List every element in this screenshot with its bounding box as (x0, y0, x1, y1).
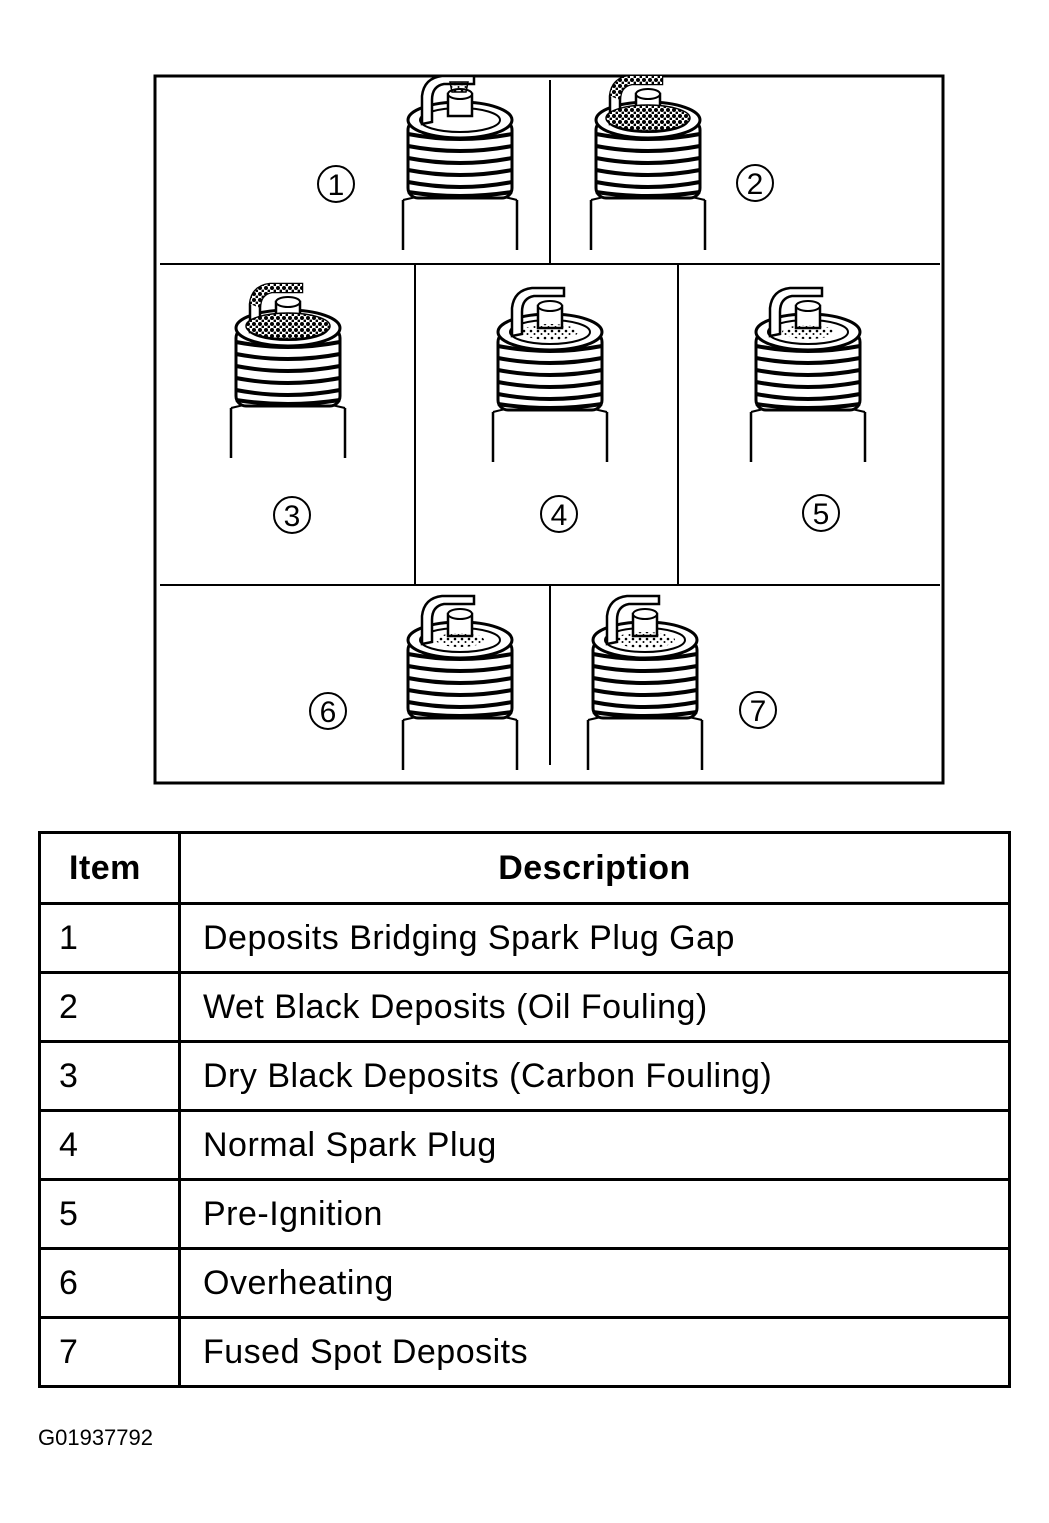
figure-id: G01937792 (38, 1425, 153, 1450)
callout-4: 4 (540, 495, 578, 533)
svg-text:1: 1 (328, 169, 345, 202)
table-row: 3 Dry Black Deposits (Carbon Fouling) (38, 1040, 1011, 1112)
item-number: 2 (38, 971, 181, 1043)
item-number: 6 (38, 1247, 181, 1319)
item-number: 4 (38, 1109, 181, 1181)
item-number: 3 (38, 1040, 181, 1112)
table-header-row: Item Description (38, 831, 1011, 905)
callout-5: 5 (802, 494, 840, 532)
table-row: 5 Pre-Ignition (38, 1178, 1011, 1250)
spark-plug-5 (749, 286, 867, 464)
item-description: Normal Spark Plug (178, 1109, 1011, 1181)
item-description: Pre-Ignition (178, 1178, 1011, 1250)
callout-1: 1 (317, 165, 355, 203)
svg-text:6: 6 (320, 696, 337, 729)
item-column-header: Item (38, 831, 181, 905)
spark-plug-4 (491, 286, 609, 464)
spark-plug-7 (586, 594, 704, 772)
spark-plug-1 (401, 74, 519, 252)
spark-plug-6 (401, 594, 519, 772)
item-description: Deposits Bridging Spark Plug Gap (178, 902, 1011, 974)
spark-plug-illustration: 1 2 3 4 5 6 7 (153, 74, 945, 785)
table-row: 4 Normal Spark Plug (38, 1109, 1011, 1181)
item-number: 5 (38, 1178, 181, 1250)
svg-text:2: 2 (747, 168, 764, 201)
table-row: 6 Overheating (38, 1247, 1011, 1319)
table-row: 7 Fused Spot Deposits (38, 1316, 1011, 1388)
callout-6: 6 (309, 692, 347, 730)
item-description: Fused Spot Deposits (178, 1316, 1011, 1388)
table-row: 1 Deposits Bridging Spark Plug Gap (38, 902, 1011, 974)
callout-7: 7 (739, 691, 777, 729)
item-number: 1 (38, 902, 181, 974)
table-row: 2 Wet Black Deposits (Oil Fouling) (38, 971, 1011, 1043)
item-number: 7 (38, 1316, 181, 1388)
item-description: Dry Black Deposits (Carbon Fouling) (178, 1040, 1011, 1112)
legend-table: Item Description 1 Deposits Bridging Spa… (38, 831, 1011, 1388)
description-column-header: Description (178, 831, 1011, 905)
callout-3: 3 (273, 496, 311, 534)
svg-text:7: 7 (750, 695, 767, 728)
callout-2: 2 (736, 164, 774, 202)
svg-text:5: 5 (813, 498, 830, 531)
svg-text:3: 3 (284, 500, 301, 533)
svg-text:4: 4 (551, 499, 568, 532)
item-description: Overheating (178, 1247, 1011, 1319)
item-description: Wet Black Deposits (Oil Fouling) (178, 971, 1011, 1043)
spark-plug-2 (589, 74, 707, 252)
spark-plug-3 (229, 282, 347, 460)
